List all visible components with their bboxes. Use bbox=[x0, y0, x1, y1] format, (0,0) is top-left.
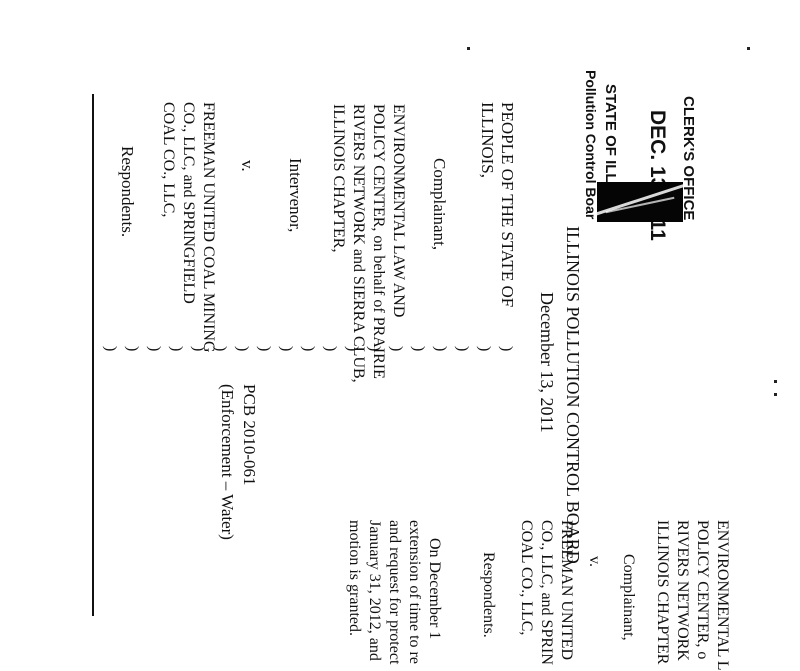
respondent-line-1: FREEMAN UNITED COAL MINING bbox=[200, 102, 217, 353]
paren-5: ) bbox=[410, 346, 427, 352]
intervenor-line-4: ILLINOIS CHAPTER, bbox=[330, 104, 347, 253]
paren-15: ) bbox=[190, 346, 207, 352]
intervenor-label: Intervenor, bbox=[286, 158, 305, 233]
paren-13: ) bbox=[234, 346, 251, 352]
people-line-2: ILLINOIS, bbox=[478, 102, 497, 179]
paren-10: ) bbox=[300, 346, 317, 352]
case-type: (Enforcement – Water) bbox=[218, 384, 237, 540]
overflow-respondent-3: COAL CO., LLC, bbox=[518, 520, 535, 636]
overflow-line-1: ENVIRONMENTAL L bbox=[714, 520, 731, 671]
intervenor-line-2: POLICY CENTER, on behalf of PRAIRIE bbox=[370, 104, 387, 379]
paren-19: ) bbox=[102, 346, 119, 352]
redaction-block bbox=[597, 182, 683, 222]
paren-7: ) bbox=[366, 346, 383, 352]
scan-speck bbox=[774, 380, 777, 383]
scan-speck bbox=[747, 47, 750, 50]
complainant-label: Complainant, bbox=[430, 158, 449, 251]
caption-rule-line bbox=[92, 94, 94, 616]
overflow-respondents: Respondents. bbox=[480, 552, 497, 638]
board-title: ILLINOIS POLLUTION CONTROL BOARD bbox=[563, 226, 583, 564]
paren-18: ) bbox=[124, 346, 141, 352]
paren-14: ) bbox=[212, 346, 229, 352]
overflow-para-1: On December 1 bbox=[426, 538, 443, 640]
paren-12: ) bbox=[256, 346, 273, 352]
versus-label: v. bbox=[238, 160, 257, 172]
paren-8: ) bbox=[344, 346, 361, 352]
paren-9: ) bbox=[322, 346, 339, 352]
paren-2: ) bbox=[476, 346, 493, 352]
header-date: December 13, 2011 bbox=[537, 292, 557, 433]
paren-1: ) bbox=[498, 346, 515, 352]
scan-speck bbox=[467, 47, 470, 50]
stamp-office: CLERK'S OFFICE bbox=[680, 96, 697, 221]
overflow-line-3: RIVERS NETWORK bbox=[674, 520, 691, 661]
respondent-line-2: CO., LLC, and SPRINGFIELD bbox=[180, 102, 197, 304]
paren-11: ) bbox=[278, 346, 295, 352]
paren-6: ) bbox=[388, 346, 405, 352]
intervenor-line-1: ENVIRONMENTAL LAW AND bbox=[390, 104, 407, 318]
overflow-para-4: January 31, 2012, and bbox=[366, 520, 383, 661]
overflow-line-2: POLICY CENTER, o bbox=[694, 520, 711, 660]
paren-4: ) bbox=[432, 346, 449, 352]
overflow-para-5: motion is granted. bbox=[346, 520, 363, 636]
overflow-para-2: extension of time to re bbox=[406, 520, 423, 664]
overflow-respondent-1: FREEMAN UNITED bbox=[558, 520, 575, 660]
overflow-versus: v. bbox=[586, 556, 603, 567]
paren-16: ) bbox=[168, 346, 185, 352]
paren-3: ) bbox=[454, 346, 471, 352]
overflow-complainant: Complainant, bbox=[620, 554, 637, 641]
intervenor-line-3: RIVERS NETWORK and SIERRA CLUB, bbox=[350, 104, 367, 383]
stamp-board: Pollution Control Boar bbox=[583, 70, 599, 220]
overflow-respondent-2: CO., LLC, and SPRIN bbox=[538, 520, 555, 665]
paren-17: ) bbox=[146, 346, 163, 352]
respondent-line-3: COAL CO., LLC, bbox=[160, 102, 177, 218]
people-line-1: PEOPLE OF THE STATE OF bbox=[498, 102, 517, 308]
overflow-line-4: ILLINOIS CHAPTER bbox=[654, 520, 671, 665]
overflow-para-3: and request for protect bbox=[386, 520, 403, 665]
scan-speck bbox=[774, 393, 777, 396]
respondents-label: Respondents. bbox=[118, 146, 137, 238]
case-number: PCB 2010-061 bbox=[240, 384, 259, 486]
